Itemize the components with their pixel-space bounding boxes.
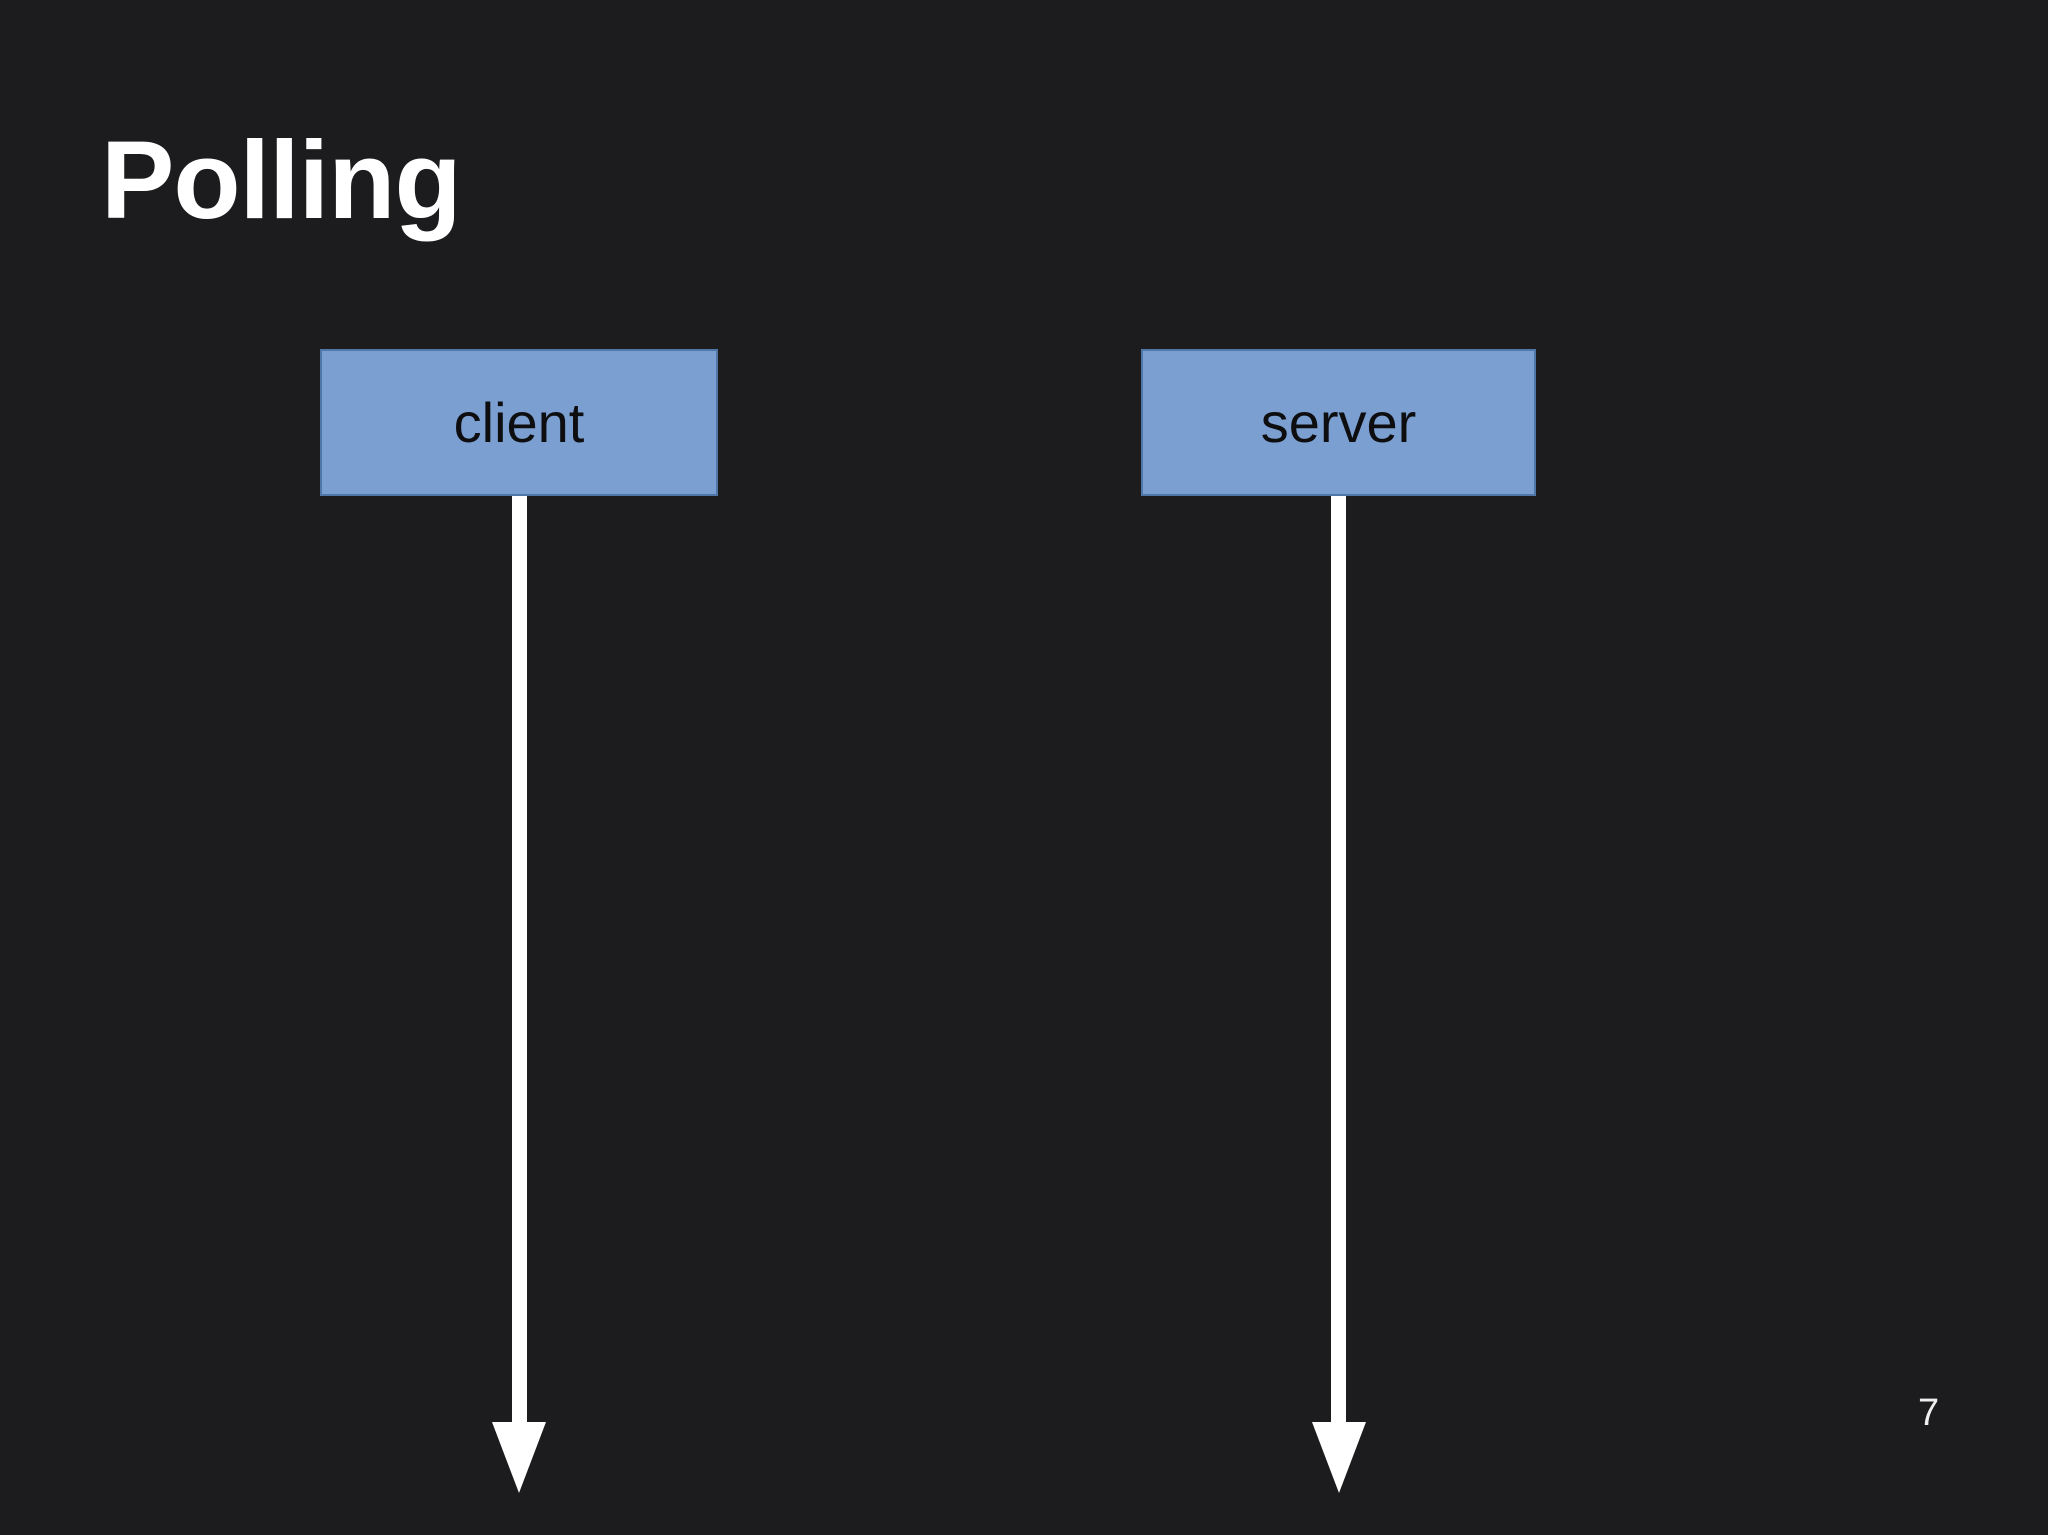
client-lifeline-arrow: [492, 496, 546, 1493]
server-label: server: [1260, 391, 1417, 454]
actor-server: server: [1141, 349, 1536, 1493]
client-box: client: [320, 349, 718, 496]
client-lifeline-line: [511, 496, 527, 1422]
slide-title: Polling: [101, 119, 462, 242]
arrow-down-icon: [492, 1422, 546, 1493]
page-number: 7: [1918, 1392, 1940, 1434]
client-label: client: [453, 391, 585, 454]
actor-client: client: [320, 349, 718, 1493]
arrow-down-icon: [1311, 1422, 1366, 1493]
server-lifeline-line: [1331, 496, 1346, 1422]
server-lifeline-arrow: [1311, 496, 1366, 1493]
server-box: server: [1141, 349, 1536, 496]
